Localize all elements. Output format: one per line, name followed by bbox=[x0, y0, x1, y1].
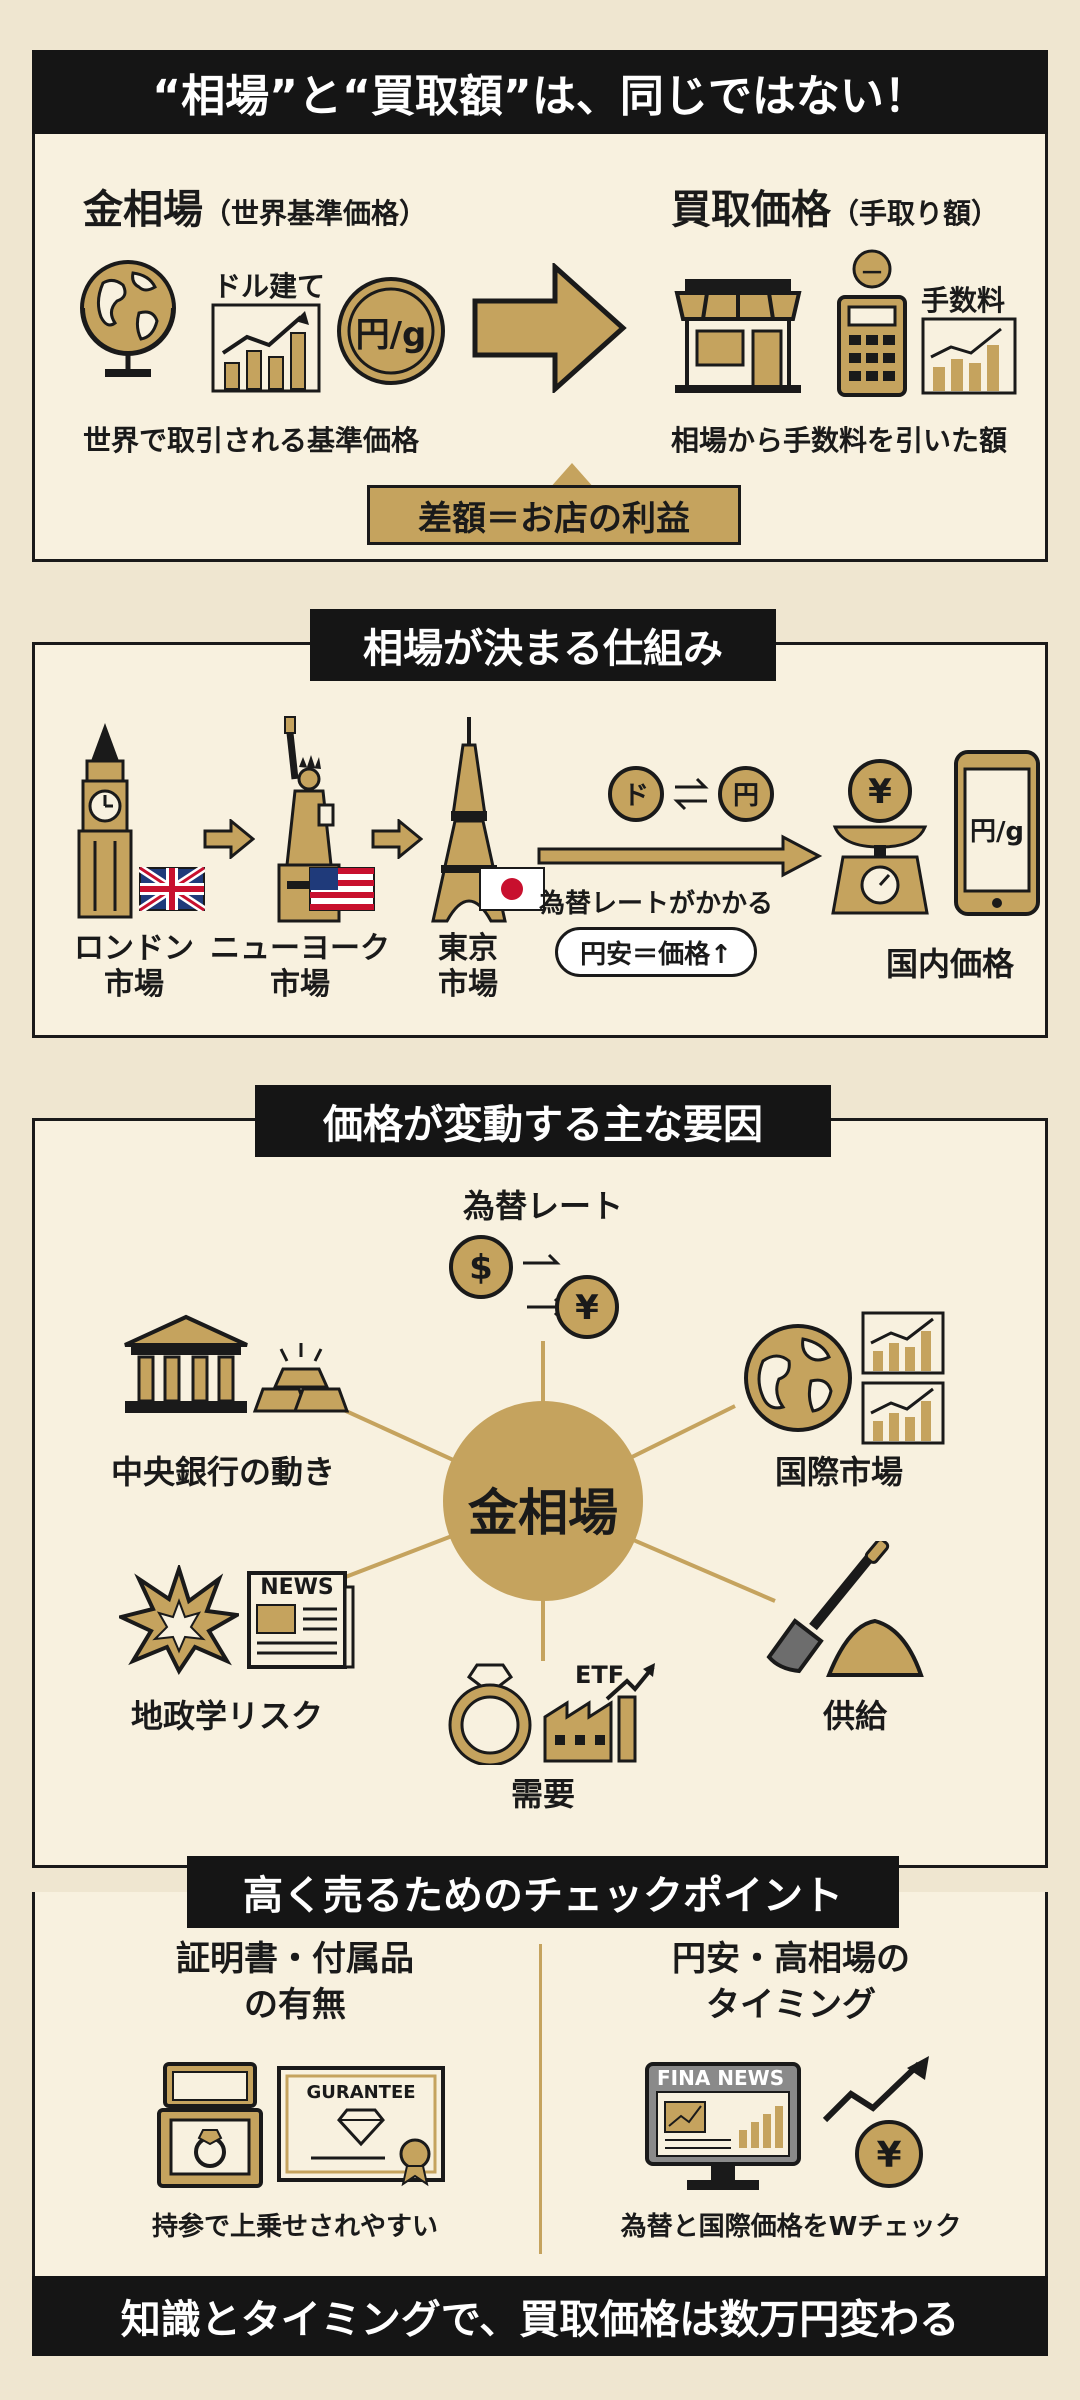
long-right-arrow-icon bbox=[537, 834, 823, 878]
section-selling-checkpoints: 高く売るためのチェックポイント 証明書・付属品 の有無 GURANTEE 持参で… bbox=[32, 1856, 1048, 2282]
gold-price-sub: （世界基準価格） bbox=[203, 197, 428, 230]
newyork-label: ニューヨーク 市場 bbox=[210, 931, 390, 1002]
shop-icon bbox=[674, 279, 802, 393]
buyback-sub: （手取り額） bbox=[831, 197, 1000, 230]
market-charts-icon bbox=[861, 1311, 945, 1445]
dollar-coin-icon bbox=[608, 766, 664, 822]
etf-label: ETF bbox=[575, 1661, 625, 1689]
timing-caption: 為替と国際価格をWチェック bbox=[620, 2212, 962, 2242]
difference-label: 差額＝お店の利益 bbox=[418, 498, 690, 539]
yen-coin-icon bbox=[718, 766, 774, 822]
rising-yen-icon: ¥ bbox=[822, 2056, 929, 2188]
right-arrow-icon bbox=[472, 263, 627, 393]
currency-exchange-icon: $ ¥ bbox=[449, 1235, 619, 1339]
tokyo-label: 東京 市場 bbox=[438, 931, 498, 1002]
section3-title: 価格が変動する主な要因 bbox=[255, 1085, 831, 1157]
news-monitor-icon bbox=[645, 2062, 801, 2190]
shovel-dirt-icon bbox=[766, 1541, 924, 1677]
coin-label: 円/g bbox=[355, 315, 427, 355]
yen-coin-label: 円 bbox=[732, 781, 759, 811]
dollar-coin-label: ド bbox=[622, 781, 649, 811]
big-ben-icon bbox=[77, 723, 133, 919]
center-label: 金相場 bbox=[468, 1484, 618, 1542]
fx-factor-label: 為替レート bbox=[462, 1187, 623, 1225]
jewelry-box-icon bbox=[157, 2062, 263, 2188]
london-label: ロンドン 市場 bbox=[74, 931, 194, 1002]
phone-label: 円/g bbox=[969, 817, 1025, 847]
geopolitics-label: 地政学リスク bbox=[131, 1697, 324, 1735]
section-price-vs-buyback: “相場”と“買取額”は、同じではない！ 金相場（世界基準価格） ドル建て 円/g… bbox=[32, 50, 1048, 562]
demand-label: 需要 bbox=[510, 1775, 575, 1813]
factory-icon bbox=[543, 1663, 655, 1763]
ring-icon bbox=[448, 1663, 532, 1765]
newspaper-icon bbox=[247, 1571, 355, 1669]
svg-text:$: $ bbox=[469, 1248, 493, 1288]
rising-chart-icon bbox=[211, 303, 321, 393]
gold-bars-icon bbox=[252, 1343, 350, 1413]
svg-text:¥: ¥ bbox=[575, 1288, 599, 1328]
svg-text:¥: ¥ bbox=[868, 772, 892, 812]
center-circle bbox=[443, 1401, 643, 1601]
us-flag-icon bbox=[309, 867, 375, 911]
yen-scale-icon: ¥ bbox=[831, 759, 929, 915]
difference-badge: 差額＝お店の利益 bbox=[367, 485, 741, 545]
central-bank-icon bbox=[124, 1314, 248, 1413]
fx-pill: 円安＝価格↑ bbox=[555, 927, 757, 977]
right-title-row: 買取価格（手取り額） bbox=[671, 177, 999, 235]
certificate-title: 証明書・付属品 の有無 bbox=[176, 1939, 414, 2025]
globe-icon bbox=[80, 260, 176, 377]
svg-text:¥: ¥ bbox=[876, 2135, 901, 2176]
dollar-label: ドル建て bbox=[213, 270, 326, 303]
minus-symbol: － bbox=[860, 259, 884, 287]
fx-label: 為替レートがかかる bbox=[539, 889, 774, 919]
japan-flag-icon bbox=[479, 867, 545, 911]
exchange-arrows-icon bbox=[673, 777, 709, 811]
explosion-icon bbox=[119, 1565, 239, 1675]
arrow-london-newyork bbox=[203, 819, 255, 859]
supply-label: 供給 bbox=[823, 1697, 888, 1735]
right-caption: 相場から手数料を引いた額 bbox=[671, 424, 1008, 457]
smartphone-icon bbox=[954, 750, 1040, 916]
world-globe-icon bbox=[744, 1324, 852, 1432]
central-bank-label: 中央銀行の動き bbox=[111, 1453, 336, 1491]
section1-title: “相場”と“買取額”は、同じではない！ bbox=[32, 50, 1048, 134]
footer-text: 知識とタイミングで、買取価格は数万円変わる bbox=[120, 2297, 960, 2343]
buyback-title: 買取価格 bbox=[671, 187, 831, 233]
section2-title: 相場が決まる仕組み bbox=[310, 609, 776, 681]
left-title-row: 金相場（世界基準価格） bbox=[83, 177, 427, 235]
fee-chart-icon bbox=[921, 317, 1017, 395]
guarantee-certificate-icon bbox=[277, 2066, 445, 2187]
arrow-newyork-tokyo bbox=[371, 819, 423, 859]
certificate-caption: 持参で上乗せされやすい bbox=[151, 2212, 438, 2242]
section-price-factors: 価格が変動する主な要因 金相場 為替レート $ ¥ bbox=[32, 1085, 1048, 1868]
calculator-icon bbox=[837, 249, 907, 397]
section-market-mechanism: 相場が決まる仕組み ロンドン 市場 ニューヨーク 市場 bbox=[32, 609, 1048, 1038]
intl-market-label: 国際市場 bbox=[775, 1453, 904, 1491]
domestic-price-label: 国内価格 bbox=[885, 945, 1014, 983]
divider-line bbox=[539, 1944, 542, 2254]
fina-news-label: FINA NEWS bbox=[657, 2066, 785, 2090]
fx-pill-label: 円安＝価格↑ bbox=[580, 939, 732, 970]
section4-title: 高く売るためのチェックポイント bbox=[187, 1856, 899, 1928]
guarantee-label: GURANTEE bbox=[306, 2082, 416, 2103]
pointer-triangle bbox=[549, 463, 595, 489]
fee-label: 手数料 bbox=[921, 284, 1006, 317]
uk-flag-icon bbox=[139, 867, 205, 911]
footer-banner: 知識とタイミングで、買取価格は数万円変わる bbox=[32, 2276, 1048, 2356]
gold-price-title: 金相場 bbox=[83, 187, 203, 233]
yen-per-gram-coin-icon bbox=[337, 277, 445, 385]
timing-title: 円安・高相場の タイミング bbox=[672, 1939, 910, 2025]
news-label: NEWS bbox=[260, 1575, 334, 1600]
left-caption: 世界で取引される基準価格 bbox=[83, 424, 420, 457]
